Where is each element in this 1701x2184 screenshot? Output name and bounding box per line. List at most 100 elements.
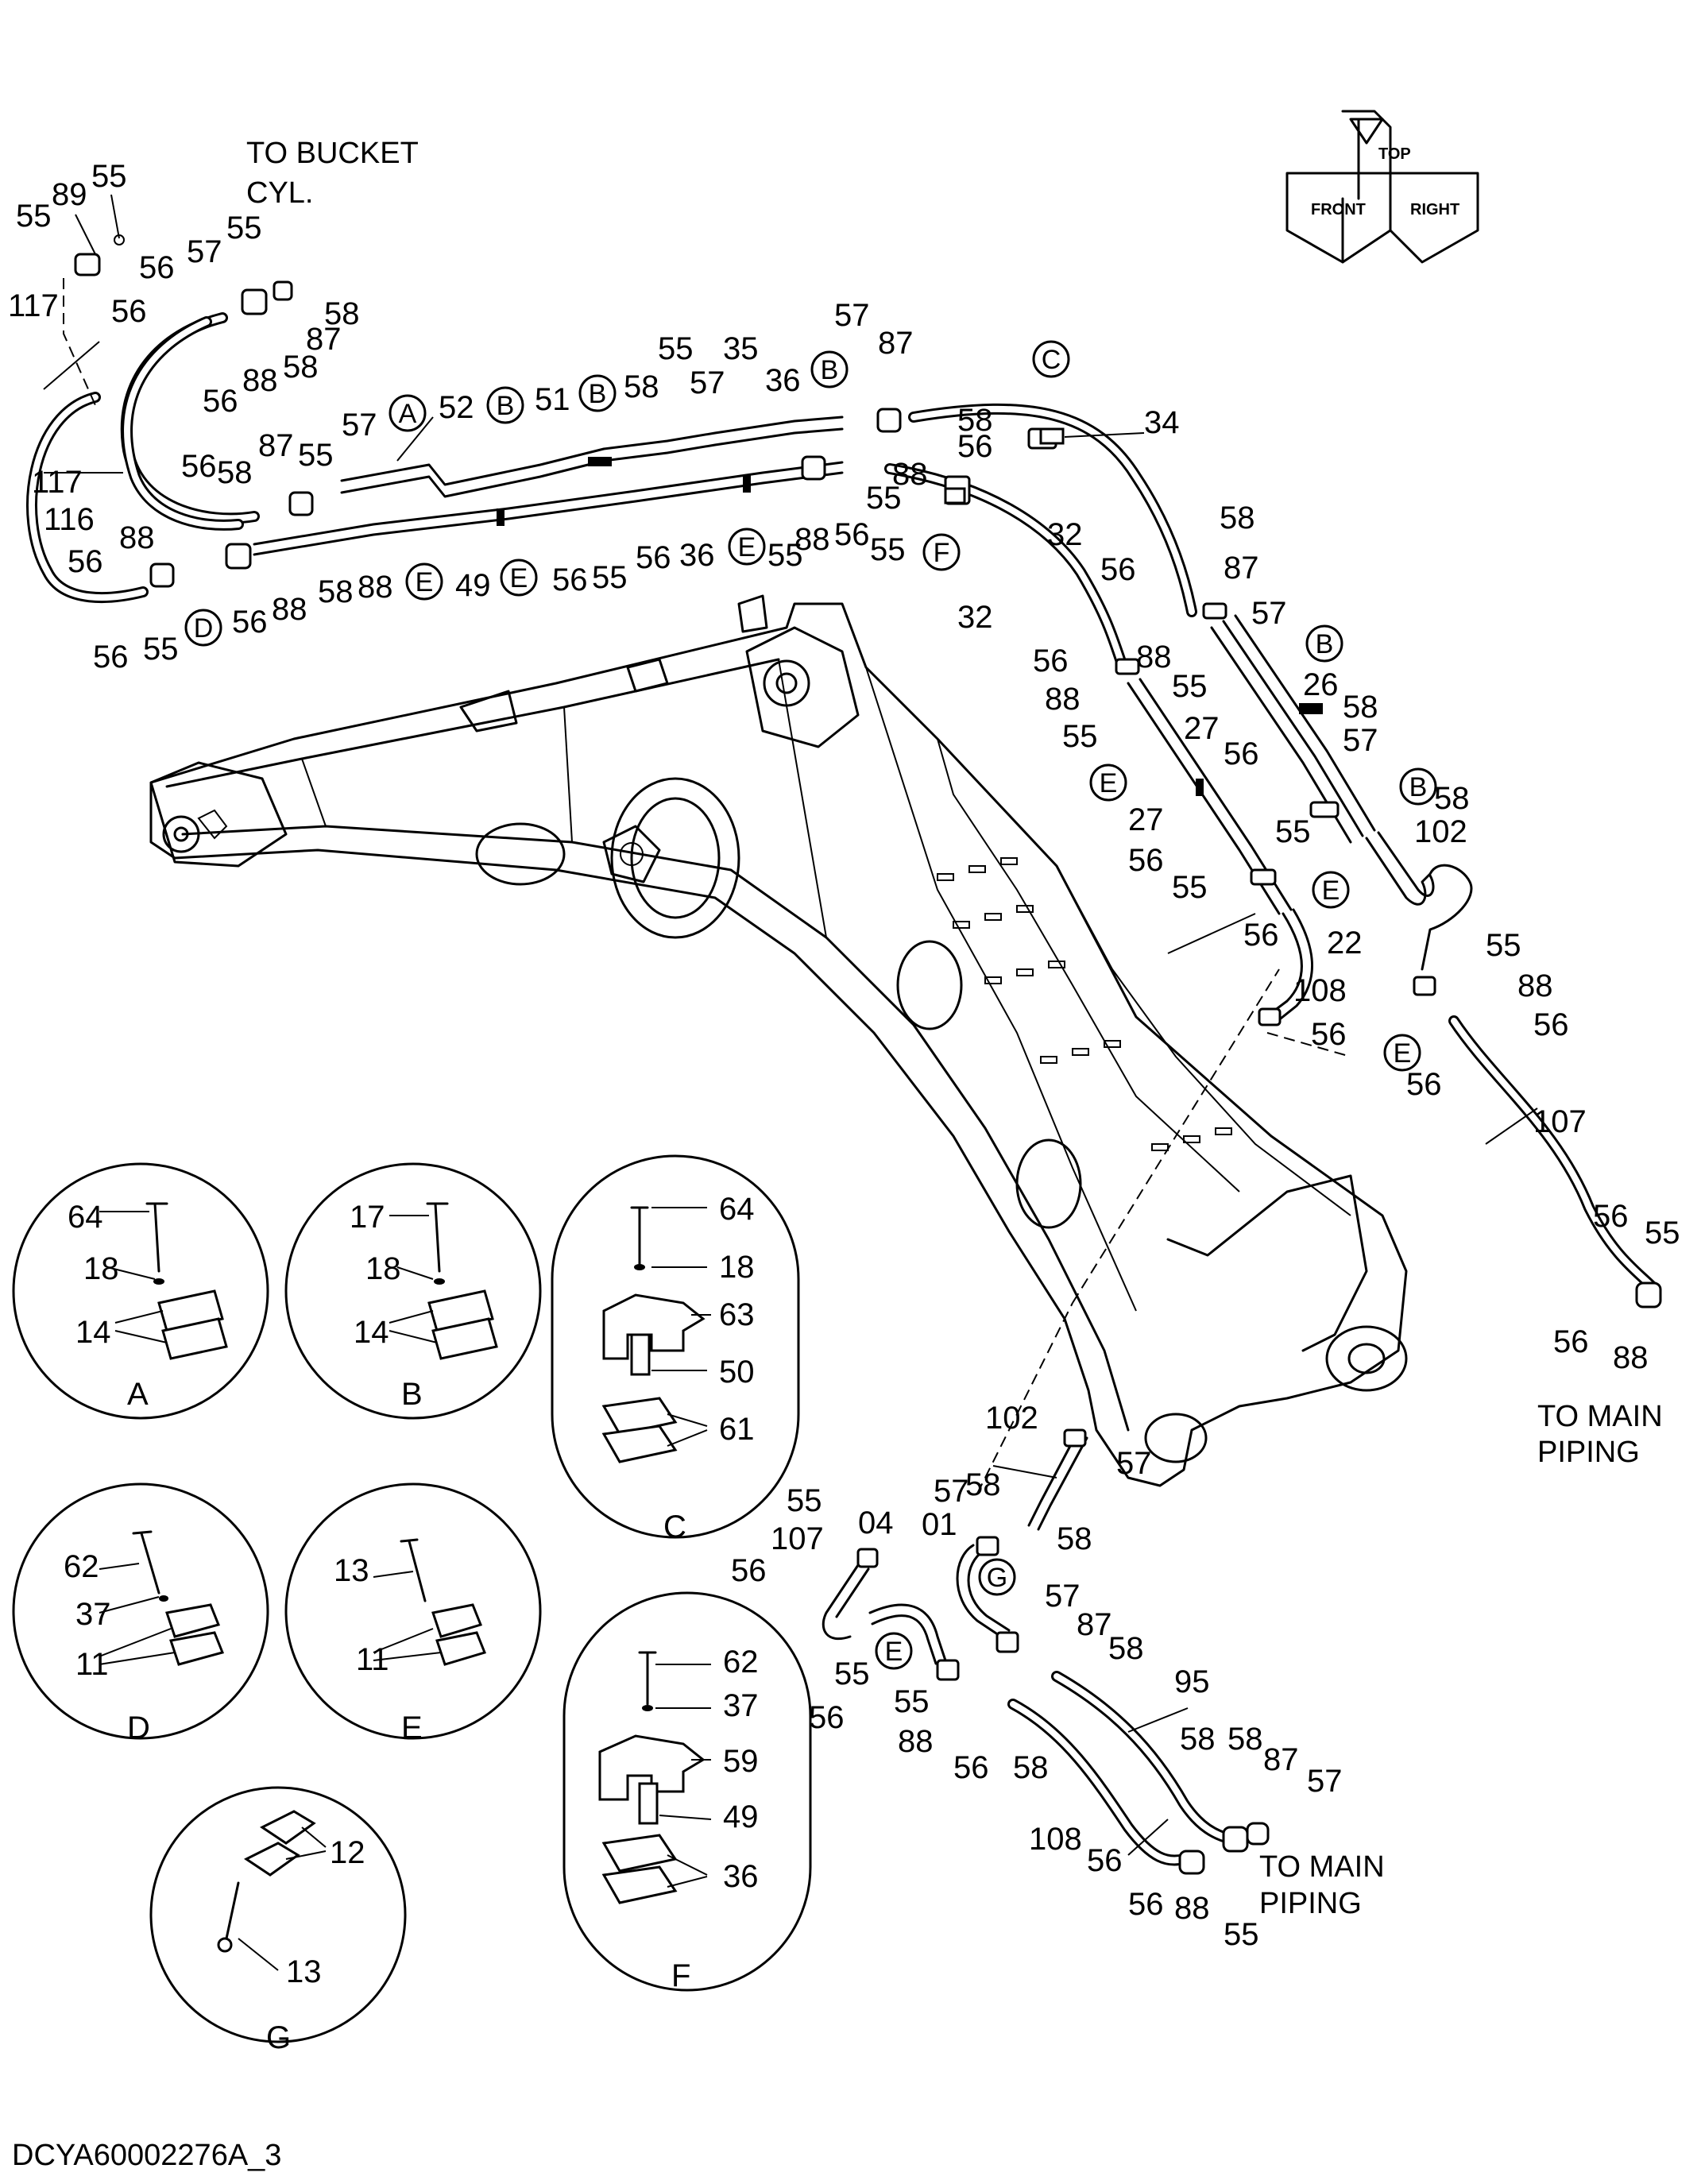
leader-lines (43, 194, 1538, 1856)
part-label: 51 (535, 382, 570, 417)
part-number-labels: 55 89 55 56 117 56 57 55 58 87 56 88 58 … (8, 159, 1680, 1952)
part-label: 87 (1077, 1607, 1112, 1642)
part-label: 58 (318, 574, 354, 609)
part-label: 89 (52, 177, 87, 212)
note-to-main-piping: PIPING (1259, 1887, 1362, 1920)
part-label: 35 (723, 331, 759, 366)
callout-c: C (1032, 340, 1070, 378)
part-label: 58 (1180, 1722, 1216, 1757)
part-label: 14 (354, 1315, 389, 1350)
part-label: 88 (1613, 1340, 1649, 1375)
part-label: 55 (298, 438, 334, 473)
note-to-main-piping: PIPING (1537, 1436, 1640, 1469)
svg-text:C: C (1042, 345, 1061, 375)
part-label: 58 (1343, 690, 1378, 725)
part-label: 56 (1243, 918, 1279, 953)
part-label: 88 (1174, 1891, 1210, 1926)
svg-text:A: A (399, 399, 417, 429)
part-label: 55 (870, 532, 906, 567)
part-label: 32 (1047, 517, 1083, 552)
part-label: 63 (719, 1297, 755, 1332)
part-label: 88 (119, 520, 155, 555)
part-label: 56 (181, 449, 217, 484)
part-label: 88 (898, 1724, 934, 1759)
part-label: 58 (1108, 1631, 1144, 1666)
part-label: 56 (1406, 1067, 1442, 1102)
part-label: 36 (765, 363, 801, 398)
part-label: 55 (658, 331, 694, 366)
part-label: 58 (957, 403, 993, 438)
part-label: 56 (1311, 1017, 1347, 1052)
part-label: 56 (1533, 1007, 1569, 1042)
part-label: 57 (1045, 1579, 1081, 1614)
part-label: 13 (286, 1954, 322, 1989)
svg-text:B: B (1409, 772, 1428, 802)
orientation-front: FRONT (1311, 201, 1366, 218)
drawing-reference: DCYA60002276A_3 (12, 2139, 281, 2172)
part-label: 87 (878, 326, 914, 361)
part-label: 62 (64, 1549, 99, 1584)
part-label: 87 (306, 322, 342, 357)
callout-f: F (922, 533, 961, 571)
part-label: 88 (242, 363, 278, 398)
part-label: 56 (731, 1553, 767, 1588)
part-label: 37 (723, 1688, 759, 1723)
orientation-right: RIGHT (1410, 201, 1459, 218)
part-label: 59 (723, 1744, 759, 1779)
callout-d: D (184, 609, 222, 647)
part-label: 17 (350, 1200, 385, 1235)
part-label: 56 (834, 517, 870, 552)
boom-structure (149, 594, 1408, 1487)
part-label: 56 (1128, 843, 1164, 878)
part-label: 102 (1414, 814, 1467, 849)
part-label: 102 (985, 1401, 1038, 1436)
part-label: 55 (866, 481, 902, 516)
part-label: 27 (1184, 711, 1220, 746)
svg-text:E: E (1394, 1038, 1412, 1069)
part-label: 18 (83, 1251, 119, 1286)
part-label: 107 (1533, 1104, 1587, 1139)
part-label: 95 (1174, 1664, 1210, 1699)
part-label: 55 (1645, 1216, 1680, 1250)
svg-text:B: B (589, 379, 607, 409)
part-label: 87 (1263, 1742, 1299, 1777)
part-label: 88 (1517, 968, 1553, 1003)
part-label: 57 (690, 365, 725, 400)
callout-e-4: E (1089, 763, 1127, 802)
detail-label: C (663, 1509, 686, 1544)
svg-text:E: E (1322, 876, 1340, 906)
part-label: 57 (934, 1474, 969, 1509)
svg-text:B: B (497, 391, 515, 421)
part-label: 18 (365, 1251, 401, 1286)
callout-g: G (978, 1558, 1016, 1596)
part-label: 01 (922, 1507, 957, 1542)
callout-e-6: E (1383, 1034, 1421, 1072)
part-label: 36 (723, 1859, 759, 1894)
part-label: 58 (283, 350, 319, 385)
note-to-main-piping: TO MAIN (1537, 1400, 1663, 1433)
part-label: 58 (965, 1467, 1001, 1502)
part-label: 57 (342, 408, 377, 443)
part-label: 55 (1224, 1917, 1259, 1952)
orientation-top: TOP (1378, 145, 1411, 163)
part-label: 56 (111, 294, 147, 329)
detail-label: G (266, 2020, 291, 2055)
part-label: 56 (93, 640, 129, 675)
part-label: 87 (1224, 551, 1259, 586)
part-label: 88 (272, 592, 307, 627)
part-label: 18 (719, 1250, 755, 1285)
callout-b-2: B (578, 374, 617, 412)
part-label: 57 (1343, 723, 1378, 758)
part-label: 88 (1136, 640, 1172, 675)
part-label: 04 (858, 1506, 894, 1540)
part-label: 26 (1303, 667, 1339, 702)
part-label: 56 (1033, 644, 1069, 678)
part-label: 27 (1128, 802, 1164, 837)
part-label: 56 (139, 250, 175, 285)
part-label: 22 (1327, 926, 1363, 961)
part-label: 56 (1593, 1199, 1629, 1234)
detail-view-b: 17 18 14 B (284, 1162, 542, 1420)
note-to-bucket-cyl: CYL. (246, 176, 313, 210)
part-label: 36 (679, 538, 715, 573)
